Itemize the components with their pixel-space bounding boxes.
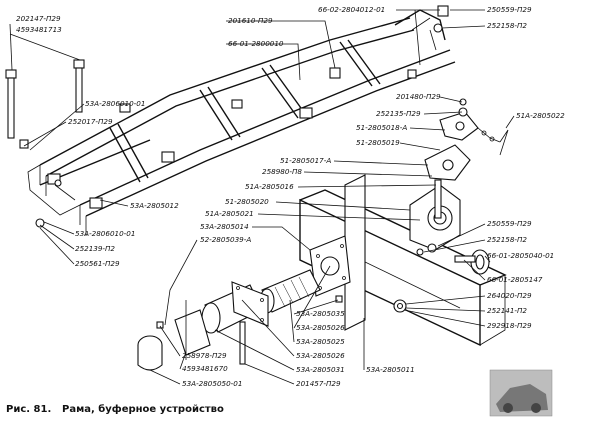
label-66-01-2805040-01: 66-01-2805040-01: [487, 251, 554, 260]
label-201457: 201457-П29: [296, 379, 341, 388]
label-53a-2805035: 53А-2805035: [296, 309, 345, 318]
label-66-01-2805147: 66-01-2805147: [487, 275, 543, 284]
leader-lines: [9, 9, 515, 385]
label-53a-2806010-01-a: 53А-2806010-01: [85, 99, 145, 108]
label-53a-2805012: 53А-2805012: [130, 201, 179, 210]
label-264020: 264020-П29: [487, 291, 532, 300]
label-201480: 201480-П29: [396, 92, 441, 101]
label-51a-2805016: 51А-2805016: [245, 182, 294, 191]
label-53a-2805031: 53А-2805031: [296, 365, 345, 374]
label-201610: 201610-П29: [228, 16, 273, 25]
label-53a-2805026-a: 53А-2805026: [296, 323, 345, 332]
caption-text: Рама, буферное устройство: [62, 403, 224, 415]
label-51-2805017-a: 51-2805017-А: [280, 156, 331, 165]
label-250559-top: 250559-П29: [487, 5, 532, 14]
label-51-2805020: 51-2805020: [225, 197, 269, 206]
label-53a-2805014: 53А-2805014: [200, 222, 249, 231]
label-252135: 252135-П29: [376, 109, 421, 118]
hitch-assembly: [137, 98, 509, 371]
label-66-01-2800010: 66-01-2800010: [228, 39, 284, 48]
label-53a-2805026-b: 53А-2805026: [296, 351, 345, 360]
thumbnail-image: [489, 369, 553, 417]
label-258980: 258980-П8: [262, 167, 302, 176]
label-52-2805039-a: 52-2805039-А: [200, 235, 251, 244]
label-250561: 250561-П29: [75, 259, 120, 268]
label-250559-mid: 250559-П29: [487, 219, 532, 228]
bolt-group-left: [5, 5, 449, 149]
part-labels: 202147-П29 4593481713 53А-2806010-01 252…: [16, 5, 565, 388]
label-53a-2806010-01-b: 53А-2806010-01: [75, 229, 135, 238]
label-202147: 202147-П29: [16, 14, 61, 23]
label-66-02-2804012-01: 66-02-2804012-01: [318, 5, 385, 14]
label-252139: 252139-П2: [75, 244, 115, 253]
label-53a-2805025: 53А-2805025: [296, 337, 345, 346]
label-51a-2805021: 51А-2805021: [205, 209, 254, 218]
label-252158-top: 252158-П2: [487, 21, 527, 30]
label-4593481713: 4593481713: [16, 25, 62, 34]
label-53a-2805050-01: 53А-2805050-01: [182, 379, 242, 388]
label-51-2805018-a: 51-2805018-А: [356, 123, 407, 132]
label-51a-2805022: 51А-2805022: [516, 111, 565, 120]
caption-number: Рис. 81.: [6, 404, 51, 415]
label-292918: 292918-П29: [487, 321, 532, 330]
label-252158-mid: 252158-П2: [487, 235, 527, 244]
label-252141: 252141-П2: [487, 306, 527, 315]
figure-caption: Рис. 81. Рама, буферное устройство: [6, 403, 224, 415]
label-4593481670: 4593481670: [182, 364, 228, 373]
label-53a-2805011: 53А-2805011: [366, 365, 415, 374]
chassis-frame: [27, 9, 456, 236]
label-252017: 252017-П29: [68, 117, 113, 126]
label-51-2805019: 51-2805019: [356, 138, 400, 147]
label-258978: 258978-П29: [182, 351, 227, 360]
